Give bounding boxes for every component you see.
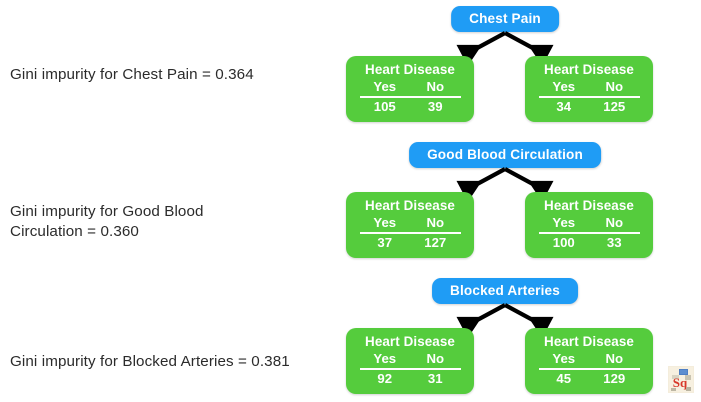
column-header-no: No <box>410 215 461 234</box>
leaf-counts-table: Yes No 37 127 <box>359 215 461 251</box>
tree-good-blood-circulation: Good Blood Circulation Heart Disease Yes… <box>340 140 670 270</box>
root-node-blocked-arteries[interactable]: Blocked Arteries <box>432 278 578 304</box>
leaf-node-right[interactable]: Heart Disease Yes No 100 33 <box>525 192 653 258</box>
cell-no-count: 129 <box>603 371 626 386</box>
table-row: 45 129 <box>539 369 640 387</box>
leaf-title: Heart Disease <box>544 198 634 213</box>
gini-caption-chest-pain: Gini impurity for Chest Pain = 0.364 <box>10 66 254 83</box>
gini-caption-blocked-arteries: Gini impurity for Blocked Arteries = 0.3… <box>10 353 290 370</box>
gini-caption-good-blood-circulation: Gini impurity for Good Blood Circulation… <box>10 203 204 240</box>
column-header-yes: Yes <box>359 215 410 234</box>
column-header-no: No <box>589 215 640 234</box>
table-row: 34 125 <box>539 97 640 115</box>
cell-no-count: 125 <box>603 99 626 114</box>
column-header-no: No <box>589 79 640 98</box>
leaf-title: Heart Disease <box>365 334 455 349</box>
column-header-no: No <box>589 351 640 370</box>
leaf-node-left[interactable]: Heart Disease Yes No 105 39 <box>346 56 474 122</box>
table-header-row: Yes No <box>538 79 640 98</box>
table-row: 100 33 <box>539 233 640 251</box>
cell-no-count: 39 <box>427 99 443 114</box>
svg-text:Sq: Sq <box>673 375 688 390</box>
table-header-row: Yes No <box>359 215 461 234</box>
leaf-counts-table: Yes No 34 125 <box>538 79 640 115</box>
cell-yes-count: 37 <box>377 235 393 250</box>
tree-blocked-arteries: Blocked Arteries Heart Disease Yes No <box>340 276 670 402</box>
statquest-logo-icon: Sq <box>668 366 694 393</box>
table-header-row: Yes No <box>538 215 640 234</box>
root-node-good-blood-circulation[interactable]: Good Blood Circulation <box>409 142 601 168</box>
root-node-chest-pain[interactable]: Chest Pain <box>451 6 559 32</box>
leaf-node-right[interactable]: Heart Disease Yes No 34 125 <box>525 56 653 122</box>
leaf-title: Heart Disease <box>365 62 455 77</box>
table-row: 92 31 <box>360 369 461 387</box>
column-header-yes: Yes <box>538 79 589 98</box>
leaf-counts-table: Yes No 45 129 <box>538 351 640 387</box>
table-header-row: Yes No <box>359 79 461 98</box>
cell-no-count: 33 <box>606 235 622 250</box>
column-header-no: No <box>410 79 461 98</box>
leaf-title: Heart Disease <box>544 334 634 349</box>
column-header-yes: Yes <box>359 79 410 98</box>
leaf-node-left[interactable]: Heart Disease Yes No 92 31 <box>346 328 474 394</box>
leaf-node-right[interactable]: Heart Disease Yes No 45 129 <box>525 328 653 394</box>
leaf-counts-table: Yes No 105 39 <box>359 79 461 115</box>
leaf-counts-table: Yes No 100 33 <box>538 215 640 251</box>
cell-yes-count: 100 <box>552 235 575 250</box>
table-header-row: Yes No <box>538 351 640 370</box>
cell-no-count: 127 <box>424 235 447 250</box>
table-row: 37 127 <box>360 233 461 251</box>
cell-no-count: 31 <box>427 371 443 386</box>
column-header-yes: Yes <box>538 351 589 370</box>
leaf-node-left[interactable]: Heart Disease Yes No 37 127 <box>346 192 474 258</box>
table-row: 105 39 <box>360 97 461 115</box>
leaf-title: Heart Disease <box>544 62 634 77</box>
column-header-yes: Yes <box>359 351 410 370</box>
cell-yes-count: 105 <box>373 99 396 114</box>
cell-yes-count: 34 <box>556 99 572 114</box>
column-header-yes: Yes <box>538 215 589 234</box>
tree-chest-pain: Chest Pain Heart Disease Yes No <box>340 4 670 134</box>
cell-yes-count: 45 <box>556 371 572 386</box>
leaf-counts-table: Yes No 92 31 <box>359 351 461 387</box>
leaf-title: Heart Disease <box>365 198 455 213</box>
cell-yes-count: 92 <box>377 371 393 386</box>
table-header-row: Yes No <box>359 351 461 370</box>
column-header-no: No <box>410 351 461 370</box>
